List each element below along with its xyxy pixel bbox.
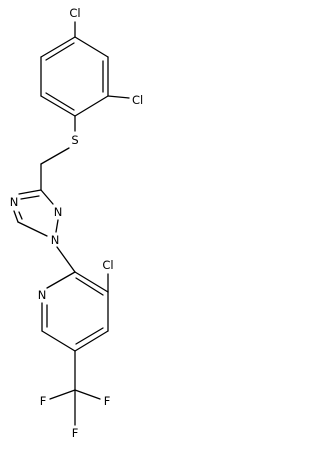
fluorine-label-right: F bbox=[104, 394, 111, 408]
bond-c5-n4-inner bbox=[18, 211, 23, 220]
fluorine-label-bottom: F bbox=[72, 426, 79, 440]
bond-s-ch2 bbox=[40, 147, 70, 165]
bond-c4-c5 bbox=[40, 95, 76, 117]
bonds bbox=[13, 21, 130, 426]
bond-n4-c3 bbox=[18, 189, 42, 195]
bond-c5-n4 bbox=[13, 210, 19, 223]
bond-c-f-right bbox=[74, 389, 101, 400]
chlorine-label-ortho: Cl bbox=[132, 93, 143, 107]
triazole-n4-label: N bbox=[10, 195, 19, 209]
bond-c3-n2 bbox=[40, 189, 54, 205]
bond-c4-c5-inner bbox=[45, 92, 75, 111]
bond-p2-p3 bbox=[74, 271, 109, 293]
bond-n1-pyridine bbox=[56, 246, 76, 273]
atom-labels: Cl Cl S N N N Cl N F F F bbox=[10, 6, 144, 440]
bond-p5-p6 bbox=[41, 330, 76, 352]
bond-c6-c1 bbox=[40, 36, 76, 58]
bond-p4-p5 bbox=[74, 330, 109, 352]
chlorine-label-pyridine: Cl bbox=[102, 258, 113, 272]
fluorine-label-left: F bbox=[40, 394, 47, 408]
bond-n-p2 bbox=[46, 271, 76, 289]
bond-n2-n1 bbox=[55, 219, 59, 233]
bond-c6-c1-inner bbox=[45, 42, 75, 61]
bond-p2-p3-inner bbox=[75, 277, 104, 296]
bond-c3-c4 bbox=[74, 95, 109, 117]
pyridine-n-label: N bbox=[38, 288, 47, 302]
molecule-structure: Cl Cl S N N N Cl N F F F bbox=[10, 6, 144, 440]
bond-c3-cl bbox=[107, 95, 130, 99]
triazole-n2-label: N bbox=[54, 205, 63, 219]
chlorine-label-top: Cl bbox=[69, 6, 80, 20]
sulfur-label: S bbox=[71, 133, 78, 147]
bond-n4-c3-inner bbox=[20, 195, 40, 200]
bond-c1-c2 bbox=[74, 36, 109, 58]
bond-c-f-left bbox=[49, 389, 76, 400]
triazole-n1-label: N bbox=[51, 233, 60, 247]
bond-n1-c5 bbox=[17, 221, 48, 237]
bond-p4-p5-inner bbox=[75, 327, 104, 345]
